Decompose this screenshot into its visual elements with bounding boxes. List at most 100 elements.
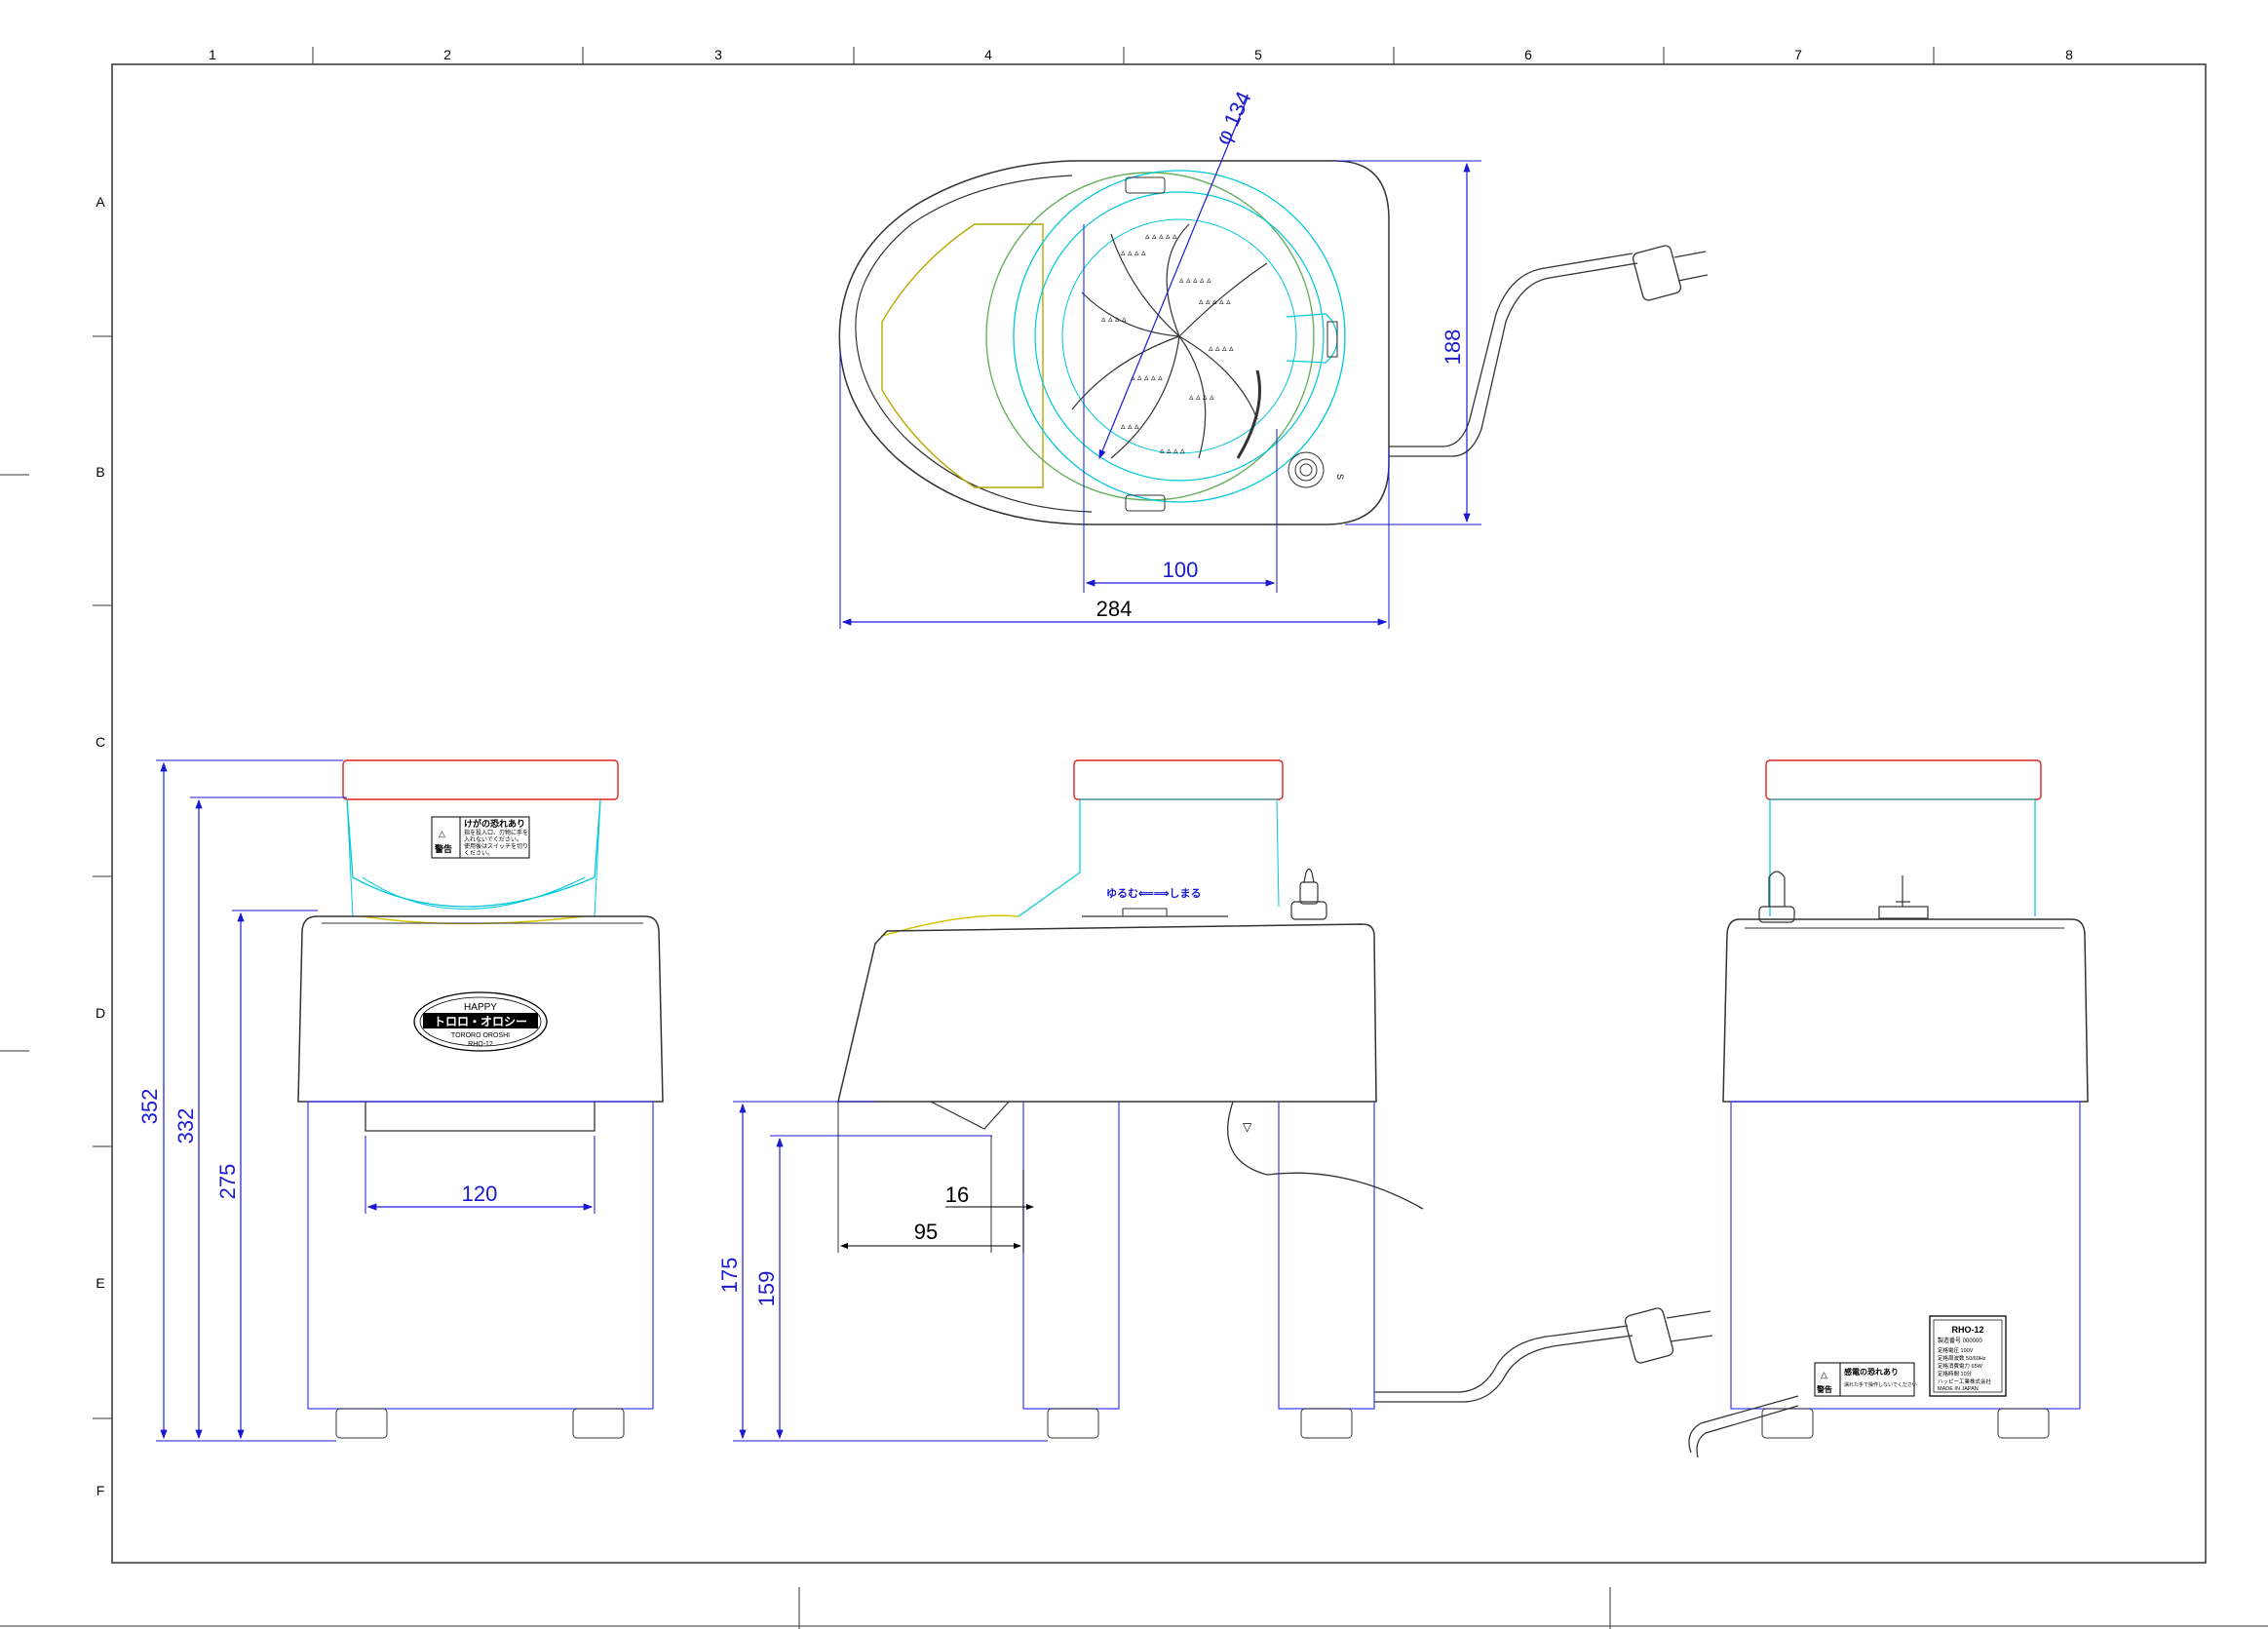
column-labels: 1 2 3 4 5 6 7 8 xyxy=(209,47,2073,62)
warning-line: ください。 xyxy=(464,850,493,857)
body-top-side xyxy=(837,923,1377,1103)
warning-line: 入れないでください。 xyxy=(464,836,522,843)
row-label: A xyxy=(96,194,105,210)
warning-title: けがの恐れあり xyxy=(464,818,525,829)
logo-sub: TORORO OROSHI xyxy=(451,1032,510,1039)
hopper-cyan xyxy=(346,798,601,908)
column-label: 1 xyxy=(209,47,216,62)
chute-yellow-outline xyxy=(881,223,1044,488)
switch-mark: S xyxy=(1335,474,1345,480)
dim-284: 284 xyxy=(1096,597,1133,621)
foot xyxy=(335,1408,388,1439)
column-label: 2 xyxy=(443,47,451,62)
body-top-front xyxy=(297,915,664,1103)
dim-332: 332 xyxy=(173,1108,198,1144)
dim-16: 16 xyxy=(945,1183,969,1207)
power-cord-rear xyxy=(1688,1395,1799,1458)
rating-plate: RHO-12 製造番号 000000 定格電圧 100V 定格周波数 50/60… xyxy=(1929,1315,2007,1397)
column-label: 5 xyxy=(1254,47,1262,62)
warning-line: 指を投入口、刃物に手を xyxy=(464,829,528,836)
chute-yellow xyxy=(362,915,586,925)
switch-knob xyxy=(1288,451,1325,488)
plate-origin: MADE IN JAPAN xyxy=(1938,1386,1979,1392)
plate-row: 定格周波数 50/60Hz xyxy=(1938,1354,1986,1362)
column-label: 3 xyxy=(714,47,722,62)
row-labels: A B C D E F xyxy=(96,194,105,1498)
plug-icon xyxy=(1632,245,1709,301)
cord-hanging xyxy=(1227,1101,1424,1210)
plate-row: 定格時間 10分 xyxy=(1938,1370,1973,1377)
warning-word: 警告 xyxy=(435,843,452,854)
body-top-rear xyxy=(1722,918,2089,1103)
dim-159: 159 xyxy=(754,1271,779,1307)
top-view-body-outline xyxy=(838,160,1390,525)
plate-serial: 製造番号 000000 xyxy=(1938,1337,1982,1344)
plug-icon xyxy=(1624,1307,1713,1364)
dim-95: 95 xyxy=(914,1220,938,1244)
svg-text:▵ ▵ ▵ ▵: ▵ ▵ ▵ ▵ xyxy=(1160,446,1185,455)
drum-outer-ring xyxy=(1013,170,1346,503)
body-lower-rear xyxy=(1730,1101,2081,1410)
dim-175: 175 xyxy=(717,1258,742,1294)
shock-line: 濡れた手で操作しないでください xyxy=(1844,1381,1917,1388)
svg-text:▵ ▵ ▵ ▵: ▵ ▵ ▵ ▵ xyxy=(1209,343,1234,353)
svg-text:▵ ▵ ▵ ▵: ▵ ▵ ▵ ▵ xyxy=(1189,392,1214,402)
side-view: ゆるむ⟸⟹しまる ▽ 175 159 xyxy=(717,759,1713,1442)
row-label: F xyxy=(96,1483,105,1498)
toggle-switch-icon xyxy=(1290,868,1327,920)
warning-label-front: △ 警告 けがの恐れあり 指を投入口、刃物に手を 入れないでください。 使用後は… xyxy=(431,816,530,859)
svg-text:▵ ▵ ▵: ▵ ▵ ▵ xyxy=(1121,421,1139,431)
shock-warning-label: △ 警告 感電の恐れあり 濡れた手で操作しないでください xyxy=(1814,1362,1917,1397)
foot xyxy=(1047,1408,1099,1439)
warning-triangle-icon: △ xyxy=(439,829,445,838)
dim-275: 275 xyxy=(215,1164,240,1200)
handle-top xyxy=(1125,176,1166,194)
row-label: D xyxy=(96,1005,105,1021)
shock-word: 警告 xyxy=(1816,1384,1832,1394)
lid-red xyxy=(342,759,619,800)
svg-text:▵ ▵ ▵ ▵ ▵: ▵ ▵ ▵ ▵ ▵ xyxy=(1131,372,1163,382)
drawing-frame xyxy=(0,47,2268,1629)
nozzle-icon xyxy=(1878,875,1929,919)
body-lower-front xyxy=(307,1101,654,1410)
column-label: 4 xyxy=(984,47,992,62)
lid-red-rear xyxy=(1765,759,2042,800)
svg-text:▵ ▵ ▵ ▵ ▵: ▵ ▵ ▵ ▵ ▵ xyxy=(1179,275,1211,285)
dim-120: 120 xyxy=(462,1182,498,1206)
logo-brand: HAPPY xyxy=(464,1002,497,1013)
toggle-switch-icon xyxy=(1758,871,1795,923)
plate-model: RHO-12 xyxy=(1951,1325,1983,1335)
foot xyxy=(1300,1408,1353,1439)
foot xyxy=(1997,1408,2050,1439)
lid-red-side xyxy=(1073,759,1284,800)
brand-logo: HAPPY トロロ・オロシー TORORO OROSHI RHO-12 xyxy=(413,991,548,1052)
rear-view: RHO-12 製造番号 000000 定格電圧 100V 定格周波数 50/60… xyxy=(1688,759,2089,1458)
warning-triangle-icon: △ xyxy=(1821,1370,1827,1379)
grater-teeth: ▵ ▵ ▵ ▵ ▵ ▵ ▵ ▵ ▵ ▵ ▵ ▵ ▵ ▵ ▵ ▵ ▵ ▵ ▵ ▵ … xyxy=(1101,231,1234,455)
warning-line: 使用後はスイッチを切り xyxy=(464,842,528,850)
cord-clip-icon: ▽ xyxy=(1243,1120,1252,1134)
diameter-label: φ 134 xyxy=(1211,88,1256,148)
foot xyxy=(1761,1408,1814,1439)
column-label: 7 xyxy=(1794,47,1802,62)
plate-row: 定格消費電力 65W xyxy=(1938,1362,1983,1370)
row-label: B xyxy=(96,464,104,480)
top-view: ▵ ▵ ▵ ▵ ▵ ▵ ▵ ▵ ▵ ▵ ▵ ▵ ▵ ▵ ▵ ▵ ▵ ▵ ▵ ▵ … xyxy=(838,88,1709,629)
foot xyxy=(572,1408,625,1439)
row-label: E xyxy=(96,1275,104,1291)
plate-maker: ハッピー工業株式会社 xyxy=(1938,1377,1992,1385)
dim-100: 100 xyxy=(1163,558,1199,582)
body-lower-side xyxy=(1022,1102,1375,1410)
column-label: 6 xyxy=(1524,47,1532,62)
power-cord-side xyxy=(1374,1335,1634,1403)
logo-title: トロロ・オロシー xyxy=(434,1015,527,1028)
power-cord xyxy=(1389,262,1638,457)
svg-text:▵ ▵ ▵ ▵: ▵ ▵ ▵ ▵ xyxy=(1101,314,1127,324)
svg-text:▵ ▵ ▵ ▵ ▵: ▵ ▵ ▵ ▵ ▵ xyxy=(1145,231,1177,241)
svg-text:▵ ▵ ▵ ▵ ▵: ▵ ▵ ▵ ▵ ▵ xyxy=(1199,296,1231,306)
column-label: 8 xyxy=(2065,47,2073,62)
row-label: C xyxy=(96,734,105,750)
front-view: △ 警告 けがの恐れあり 指を投入口、刃物に手を 入れないでください。 使用後は… xyxy=(137,759,664,1442)
handle-bottom xyxy=(1125,494,1166,512)
